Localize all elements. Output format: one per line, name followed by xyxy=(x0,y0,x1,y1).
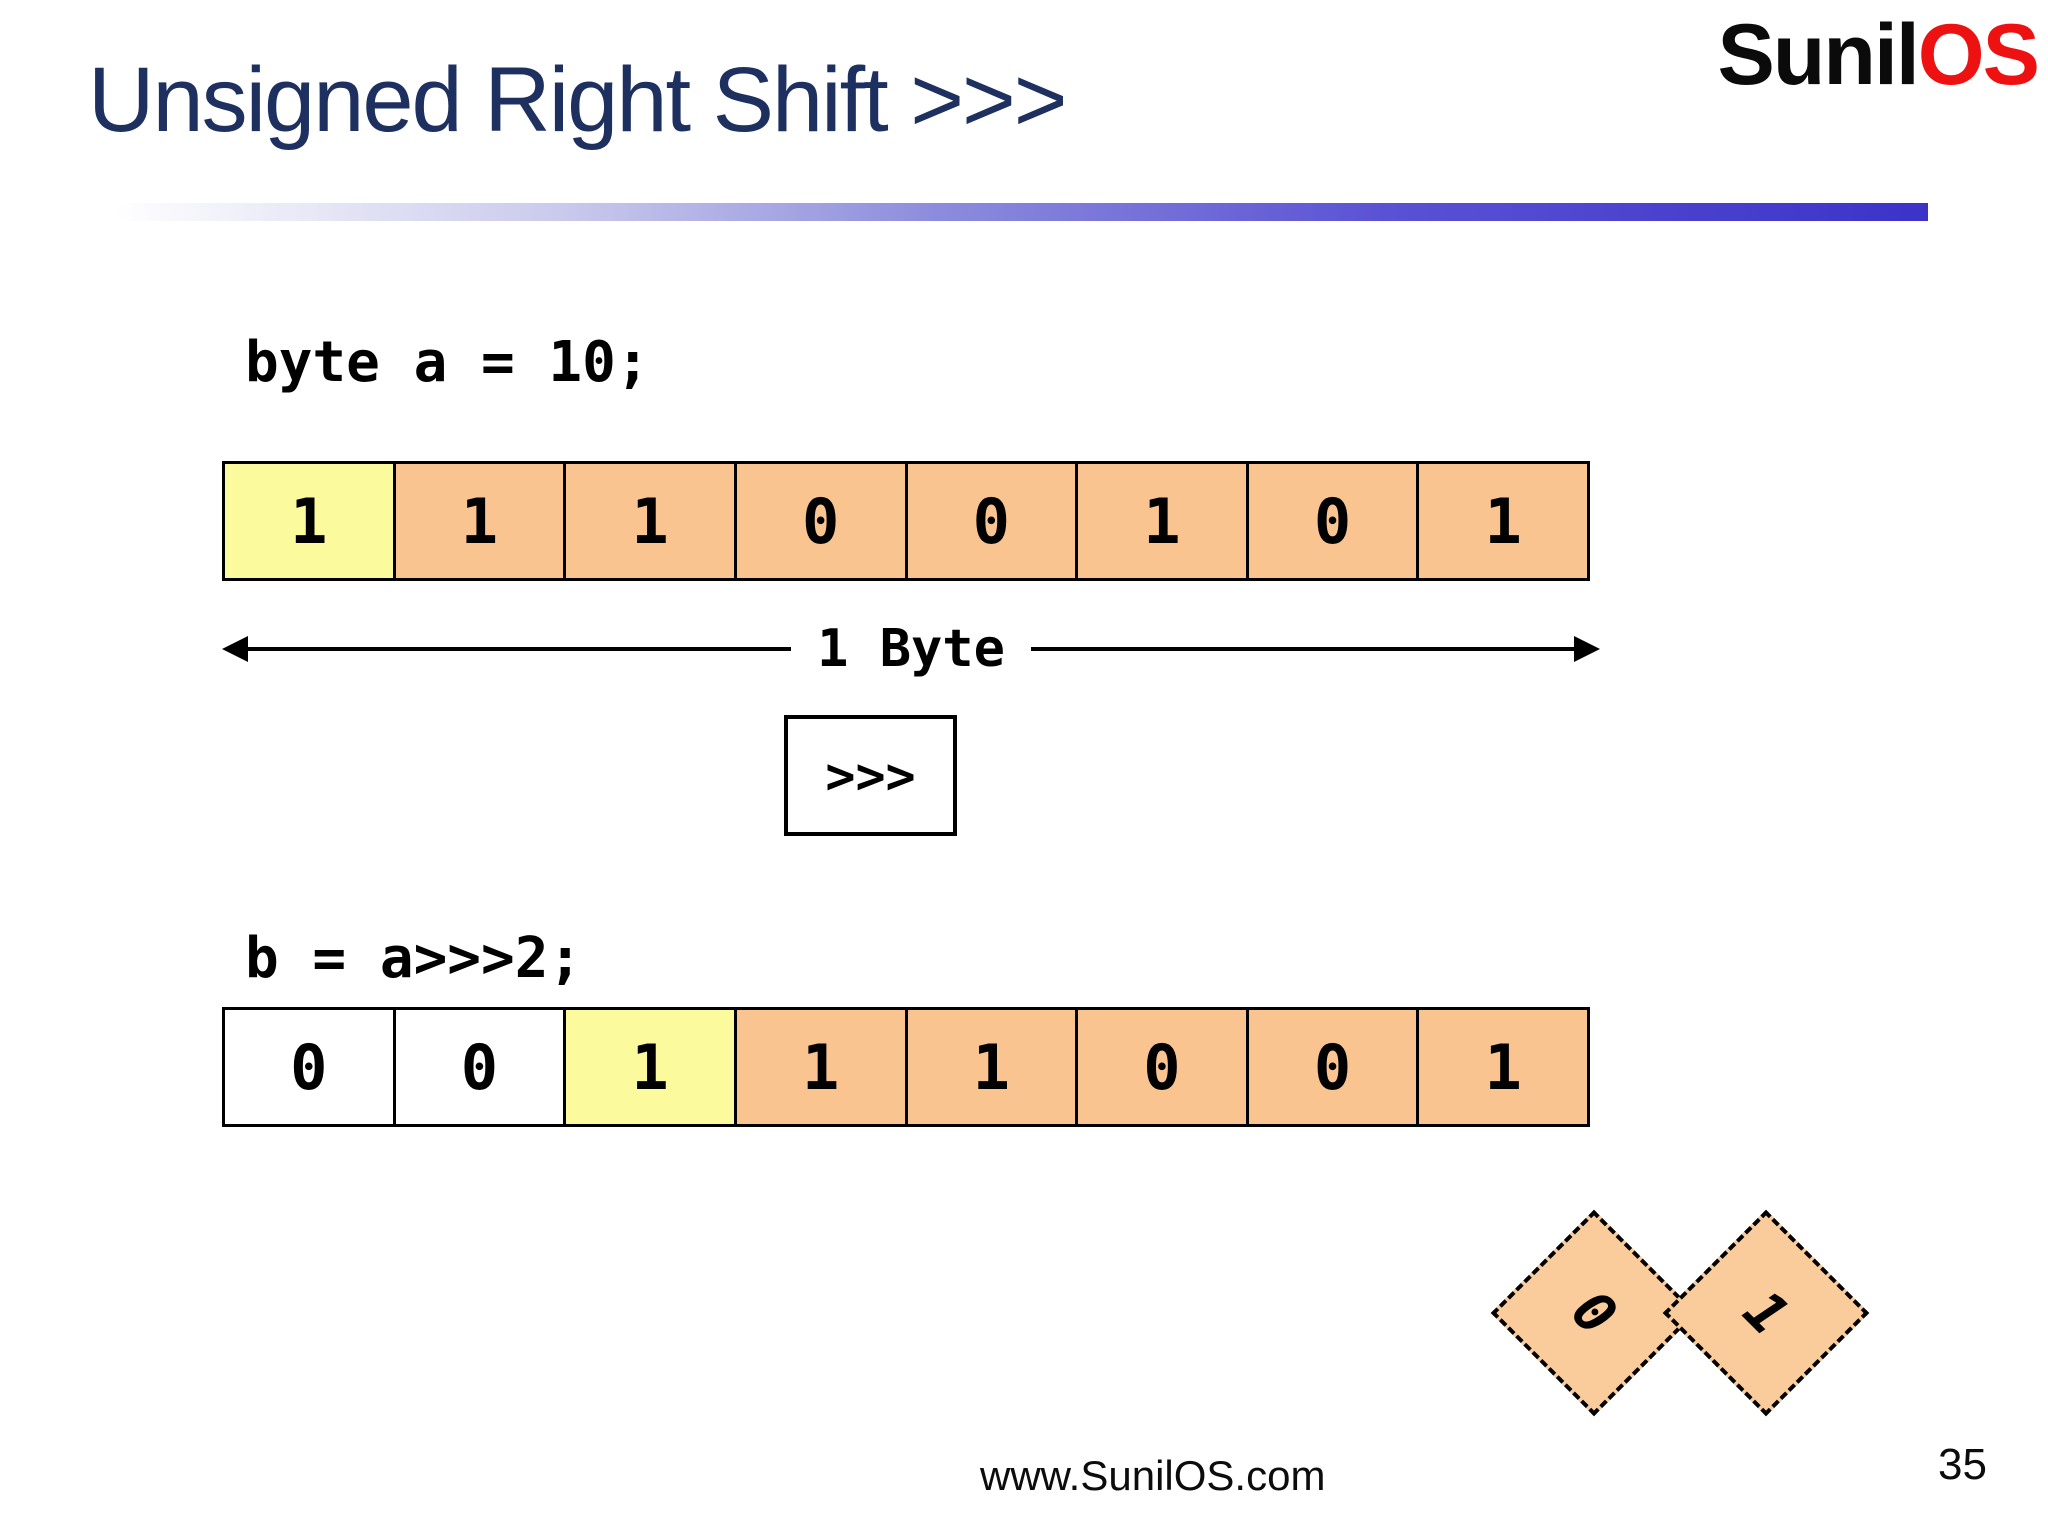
bit-cell-a4: 0 xyxy=(907,464,1079,578)
arrow-line-right xyxy=(1030,647,1574,651)
arrow-line-left xyxy=(248,647,792,651)
byte-a-bit-row: 1 1 1 0 0 1 0 1 xyxy=(222,461,1590,581)
shift-operator-box: >>> xyxy=(784,715,957,836)
slide-title: Unsigned Right Shift >>> xyxy=(88,49,1067,151)
shifted-out-bit-0: 0 xyxy=(1559,1278,1629,1348)
sunilos-logo: SunilOS xyxy=(1717,6,2040,105)
bit-cell-a0: 1 xyxy=(225,464,396,578)
arrowhead-right-icon xyxy=(1574,636,1600,662)
title-underline-bar xyxy=(113,203,1928,221)
shifted-out-bit-diamond-1: 1 xyxy=(1662,1209,1870,1417)
bit-cell-a5: 1 xyxy=(1078,464,1249,578)
bit-cell-a2: 1 xyxy=(566,464,737,578)
bit-cell-b1: 0 xyxy=(395,1010,567,1124)
bit-cell-b0: 0 xyxy=(225,1010,396,1124)
bit-cell-a1: 1 xyxy=(395,464,567,578)
bit-cell-a6: 0 xyxy=(1248,464,1420,578)
bit-cell-b7: 1 xyxy=(1419,1010,1587,1124)
one-byte-label: 1 Byte xyxy=(817,619,1005,679)
bit-cell-a7: 1 xyxy=(1419,464,1587,578)
bit-cell-a3: 0 xyxy=(736,464,908,578)
code-line-b-assign: b = a>>>2; xyxy=(245,926,583,991)
bit-cell-b4: 1 xyxy=(907,1010,1079,1124)
bit-cell-b6: 0 xyxy=(1248,1010,1420,1124)
arrowhead-left-icon xyxy=(222,636,248,662)
logo-text-os: OS xyxy=(1917,7,2040,103)
footer-website-url: www.SunilOS.com xyxy=(980,1452,1326,1499)
code-line-byte-a: byte a = 10; xyxy=(245,330,650,395)
shifted-out-bit-1: 1 xyxy=(1731,1278,1801,1348)
one-byte-span-arrow: 1 Byte xyxy=(222,612,1600,686)
bit-cell-b2: 1 xyxy=(566,1010,737,1124)
byte-b-bit-row: 0 0 1 1 1 0 0 1 xyxy=(222,1007,1590,1127)
bit-cell-b5: 0 xyxy=(1078,1010,1249,1124)
logo-text-sunil: Sunil xyxy=(1717,7,1920,103)
bit-cell-b3: 1 xyxy=(736,1010,908,1124)
page-number: 35 xyxy=(1938,1440,1987,1489)
